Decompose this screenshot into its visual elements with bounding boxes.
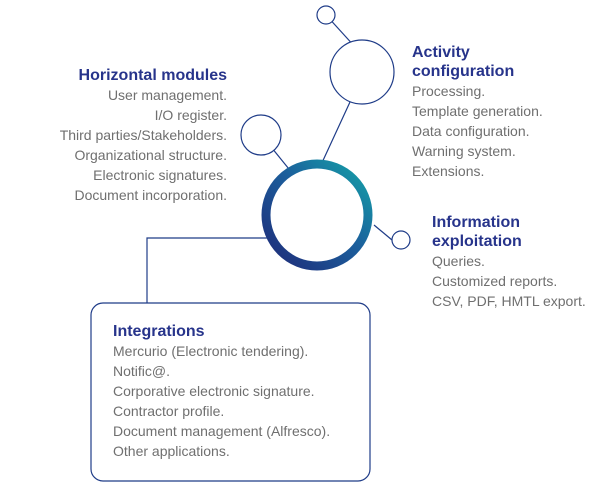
information-exploitation-list: Queries. Customized reports. CSV, PDF, H…: [432, 251, 612, 311]
activity-title-line1: Activity: [412, 44, 470, 61]
horizontal-modules-title: Horizontal modules: [78, 67, 227, 84]
list-item: Organizational structure.: [74, 147, 227, 163]
connector-integrations: [146, 237, 267, 303]
list-item: Electronic signatures.: [93, 167, 227, 183]
horizontal-modules-block: Horizontal modules User management. I/O …: [20, 66, 227, 205]
horizontal-node: [240, 114, 282, 156]
information-exploitation-title: Information exploitation: [432, 213, 612, 251]
list-item: Extensions.: [412, 163, 485, 179]
activity-configuration-block: Activity configuration Processing. Templ…: [412, 43, 612, 181]
list-item: Third parties/Stakeholders.: [59, 127, 227, 143]
list-item: Processing.: [412, 83, 486, 99]
list-item: Notific@.: [113, 363, 170, 379]
list-item: CSV, PDF, HMTL export.: [432, 293, 586, 309]
list-item: Data configuration.: [412, 123, 530, 139]
information-node: [391, 230, 411, 250]
integrations-block: Integrations Mercurio (Electronic tender…: [113, 322, 383, 461]
list-item: Document incorporation.: [74, 187, 227, 203]
information-title-line2: exploitation: [432, 233, 522, 250]
connector-activity: [319, 101, 351, 168]
list-item: I/O register.: [154, 107, 227, 123]
connector-information: [373, 224, 393, 241]
list-item: Warning system.: [412, 143, 516, 159]
list-item: Customized reports.: [432, 273, 558, 289]
information-title-line1: Information: [432, 214, 520, 231]
integrations-list: Mercurio (Electronic tendering). Notific…: [113, 341, 383, 461]
horizontal-modules-list: User management. I/O register. Third par…: [20, 85, 227, 205]
list-item: Queries.: [432, 253, 485, 269]
list-item: Other applications.: [113, 443, 230, 459]
activity-configuration-list: Processing. Template generation. Data co…: [412, 81, 612, 181]
list-item: Corporative electronic signature.: [113, 383, 315, 399]
activity-title-line2: configuration: [412, 63, 515, 80]
activity-node: [329, 39, 395, 105]
small-node-top: [316, 5, 336, 25]
integrations-box: [90, 302, 371, 482]
central-ring: [261, 159, 373, 271]
activity-configuration-title: Activity configuration: [412, 43, 612, 81]
list-item: Mercurio (Electronic tendering).: [113, 343, 309, 359]
list-item: User management.: [107, 87, 227, 103]
list-item: Contractor profile.: [113, 403, 225, 419]
information-exploitation-block: Information exploitation Queries. Custom…: [432, 213, 612, 311]
list-item: Document management (Alfresco).: [113, 423, 331, 439]
integrations-title: Integrations: [113, 323, 205, 340]
list-item: Template generation.: [412, 103, 543, 119]
